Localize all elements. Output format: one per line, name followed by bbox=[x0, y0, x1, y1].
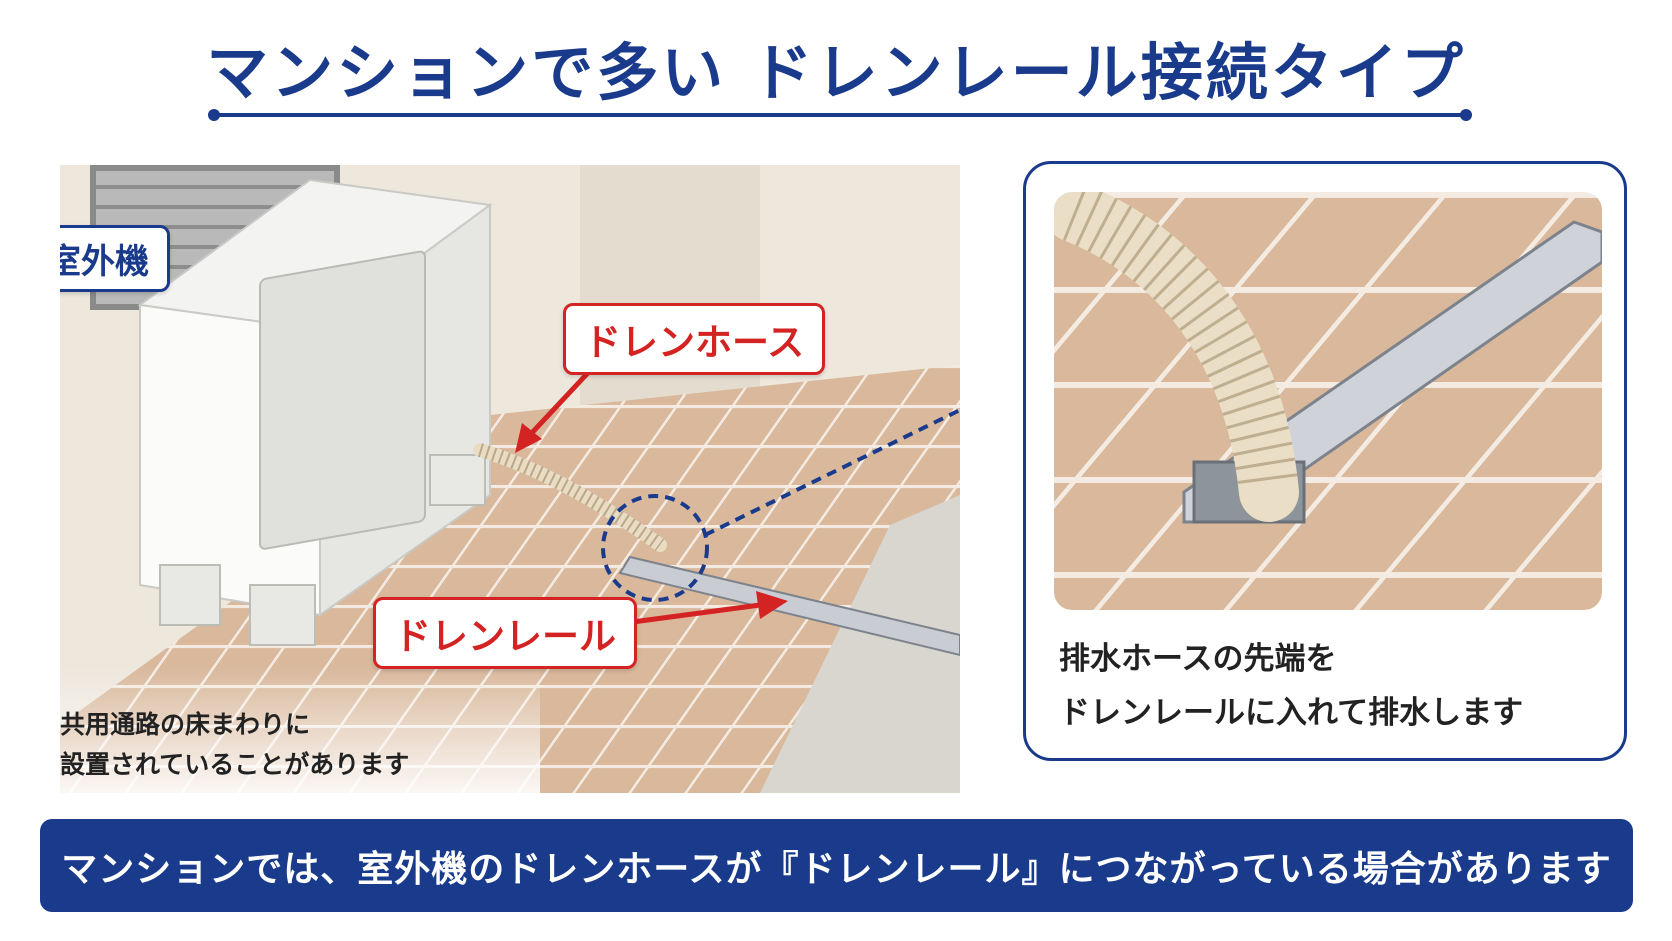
scene-note-line-1: 共用通路の床まわりに bbox=[60, 710, 311, 739]
footer-banner: マンションでは、室外機のドレンホースが『ドレンレール』につながっている場合があり… bbox=[40, 819, 1633, 912]
detail-connector bbox=[704, 408, 960, 537]
outdoor-unit bbox=[137, 178, 493, 646]
zoom-drawing bbox=[1054, 192, 1602, 610]
scene-drawing bbox=[60, 165, 960, 793]
zoom-caption-line-1: 排水ホースの先端を bbox=[1059, 641, 1337, 677]
zoom-detail-card: 排水ホースの先端を ドレンレールに入れて排水します bbox=[1023, 161, 1627, 761]
footer-banner-text: マンションでは、室外機のドレンホースが『ドレンレール』につながっている場合があり… bbox=[61, 848, 1612, 890]
zoom-caption-line-2: ドレンレールに入れて排水します bbox=[1059, 695, 1524, 731]
scene-note-line-2: 設置されていることがあります bbox=[60, 750, 410, 779]
label-drain-hose: ドレンホース bbox=[563, 303, 826, 375]
drain-rail bbox=[618, 555, 960, 657]
detail-circle bbox=[601, 494, 709, 602]
zoom-illustration bbox=[1054, 192, 1602, 610]
scene-note: 共用通路の床まわりに 設置されていることがあります bbox=[60, 705, 409, 785]
label-outdoor-unit: 室外機 bbox=[60, 225, 170, 292]
page-title: マンションで多い ドレンレール接続タイプ bbox=[206, 36, 1466, 109]
zoom-hose-ribs bbox=[1062, 192, 1299, 496]
title-underline bbox=[208, 109, 1472, 121]
corridor-floor bbox=[760, 495, 960, 793]
zoom-caption: 排水ホースの先端を ドレンレールに入れて排水します bbox=[1059, 632, 1523, 740]
label-drain-rail: ドレンレール bbox=[373, 597, 637, 669]
drain-hose bbox=[473, 443, 667, 552]
scene-illustration: 室外機 ドレンホース ドレンレール 共用通路の床まわりに 設置されていることがあ… bbox=[60, 165, 960, 793]
note-fade bbox=[60, 665, 540, 793]
